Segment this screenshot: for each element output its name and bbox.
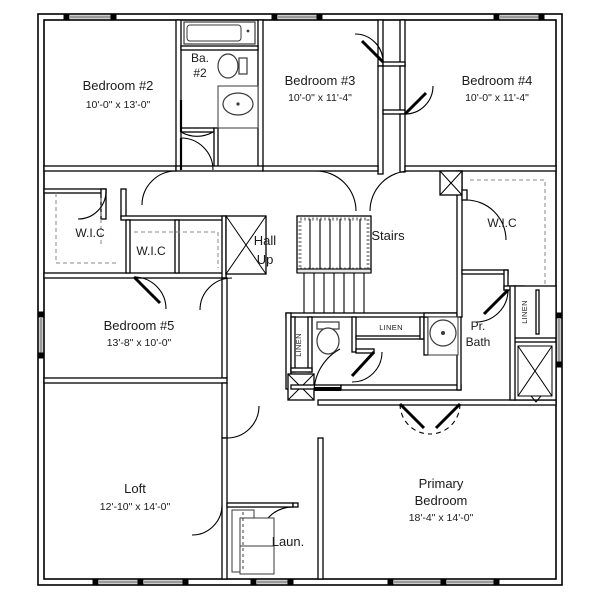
- room-dim-bedroom-2: 10'-0" x 13'-0": [86, 99, 151, 111]
- room-label-bedroom-2: Bedroom #2: [83, 78, 154, 93]
- toilet-icon-bath2: [217, 53, 248, 79]
- linen-label-hall: LINEN: [294, 333, 303, 357]
- toilet-icon-hall-bath: [316, 321, 340, 355]
- washer-dryer-icon: [231, 509, 275, 575]
- linen-label-primary: LINEN: [520, 300, 529, 324]
- room-dim-primary-bedroom: 18'-4" x 14'-0": [409, 512, 474, 524]
- fixtures: [183, 21, 459, 575]
- room-label-wic-bedroom-2: W.I.C: [75, 226, 105, 240]
- closet-labels: LINEN LINEN LINEN: [294, 300, 529, 357]
- sink-icon-bath2: [217, 85, 259, 129]
- room-label-hall-up: Up: [257, 252, 274, 267]
- room-label-loft: Loft: [124, 481, 146, 496]
- room-label-wic-primary: W.I.C: [487, 216, 517, 230]
- stairs: [296, 215, 372, 313]
- room-dim-bedroom-5: 13'-8" x 10'-0": [107, 337, 172, 349]
- room-label-bedroom-5: Bedroom #5: [104, 318, 175, 333]
- room-label-bedroom-4: Bedroom #4: [462, 73, 533, 88]
- room-label-hall: Hall: [254, 233, 277, 248]
- room-dim-bedroom-3: 10'-0" x 11'-4": [288, 92, 352, 104]
- room-dim-bedroom-4: 10'-0" x 11'-4": [465, 92, 529, 104]
- doors: [77, 33, 510, 542]
- room-label-primary-bedroom-2: Bedroom: [415, 493, 468, 508]
- linen-label-bath-mid: LINEN: [379, 323, 403, 332]
- sink-icon-primary-bath: [427, 316, 459, 356]
- room-label-primary-bath: Pr.: [471, 319, 486, 333]
- room-labels: Bedroom #2 10'-0" x 13'-0" Ba. #2 Bedroo…: [75, 51, 532, 549]
- room-dim-loft: 12'-10" x 14'-0": [100, 501, 171, 513]
- room-label-bath-2-number: #2: [193, 66, 207, 80]
- room-label-bedroom-3: Bedroom #3: [285, 73, 356, 88]
- room-label-bath-2: Ba.: [191, 51, 209, 65]
- room-label-stairs: Stairs: [371, 228, 405, 243]
- room-label-laundry: Laun.: [272, 534, 305, 549]
- room-label-wic-bedroom-5: W.I.C: [136, 244, 166, 258]
- room-label-primary-bedroom: Primary: [419, 476, 464, 491]
- room-label-primary-bath-2: Bath: [466, 335, 491, 349]
- bathtub-icon: [183, 21, 256, 45]
